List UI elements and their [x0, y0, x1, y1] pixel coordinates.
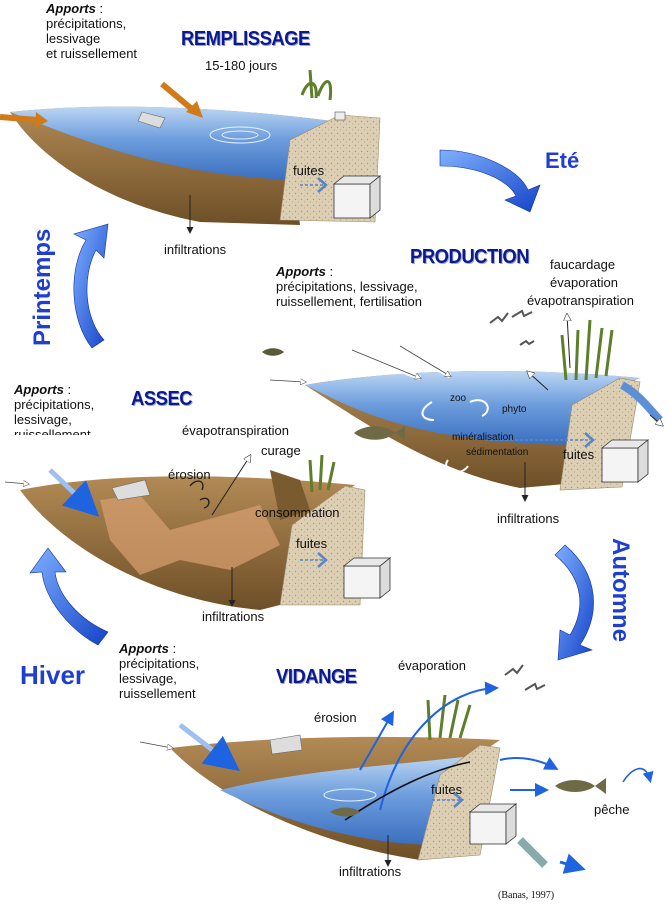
season-arrow-hiver [29, 547, 109, 646]
season-printemps: Printemps [29, 228, 56, 346]
production-output-1: faucardage [550, 257, 616, 272]
production-apports-label: Apports [276, 264, 326, 279]
assec-apports: Apports : précipitations, lessivage, rui… [14, 382, 94, 435]
vidange-peche: pêche [594, 802, 630, 817]
assec-apports-colon: : [63, 382, 72, 397]
vidange-apports: Apports : précipitations, lessivage, rui… [119, 641, 199, 701]
production-infiltrations: infiltrations [497, 511, 560, 526]
pond-vidange [139, 664, 654, 874]
production-zoo: zoo [450, 393, 467, 404]
remplissage-apports-line-1: précipitations, [46, 16, 127, 31]
citation: (Banas, 1997) [498, 890, 555, 901]
vidange-fuites: fuites [431, 782, 463, 797]
vidange-apports-colon: : [168, 641, 177, 656]
pond-production [262, 309, 662, 502]
vidange-evaporation: évaporation [398, 658, 466, 673]
assec-apports-line-3: ruissellement [14, 427, 91, 435]
production-title: PRODUCTION [410, 246, 530, 268]
assec-curage: curage [261, 443, 301, 458]
pond-remplissage [0, 69, 382, 234]
remplissage-apports-line-3: et ruissellement [46, 46, 138, 61]
assec-consommation: consommation [255, 505, 340, 520]
vidange-apports-line-3: ruissellement [119, 686, 196, 701]
assec-infiltrations: infiltrations [202, 609, 265, 624]
assec-title: ASSEC [131, 388, 193, 410]
remplissage-title: REMPLISSAGE [181, 28, 310, 50]
remplissage-infiltrations: infiltrations [164, 242, 227, 257]
vidange-apports-label: Apports [119, 641, 169, 656]
pond-assec [4, 455, 392, 610]
production-apports-colon: : [325, 264, 334, 279]
production-mineralisation: minéralisation [452, 432, 514, 443]
vidange-apports-line-2: lessivage, [119, 671, 177, 686]
vidange-apports-line-1: précipitations, [119, 656, 200, 671]
season-hiver: Hiver [20, 660, 86, 690]
production-output-3: évapotranspiration [527, 293, 634, 308]
remplissage-duration: 15-180 jours [205, 58, 278, 73]
assec-evapotranspiration: évapotranspiration [182, 423, 289, 438]
assec-apports-line-1: précipitations, [14, 397, 95, 412]
season-automne: Automne [607, 538, 634, 642]
production-apports-line-1: précipitations, lessivage, [276, 279, 418, 294]
production-output-2: évaporation [550, 275, 618, 290]
remplissage-apports: Apports : précipitations, lessivage et r… [46, 1, 137, 61]
vidange-erosion: érosion [314, 710, 357, 725]
production-fuites: fuites [563, 447, 595, 462]
season-ete: Eté [545, 148, 580, 173]
vidange-infiltrations: infiltrations [339, 864, 402, 879]
assec-erosion: érosion [168, 467, 211, 482]
assec-apports-label: Apports [14, 382, 64, 397]
production-phyto: phyto [502, 404, 527, 415]
assec-apports-line-2: lessivage, [14, 412, 72, 427]
vidange-title: VIDANGE [276, 666, 357, 688]
season-arrow-printemps [73, 223, 109, 349]
production-apports-line-2: ruissellement, fertilisation [276, 294, 422, 309]
remplissage-apports-label: Apports [46, 1, 96, 16]
remplissage-fuites: fuites [293, 163, 325, 178]
production-apports: Apports : précipitations, lessivage, rui… [276, 264, 422, 309]
season-arrow-automne [554, 544, 594, 661]
assec-fuites: fuites [296, 536, 328, 551]
remplissage-apports-line-2: lessivage [46, 31, 101, 46]
production-sedimentation: sédimentation [466, 447, 529, 458]
season-cycle-arrows [29, 149, 594, 661]
season-arrow-ete [439, 149, 541, 213]
remplissage-apports-colon: : [95, 1, 104, 16]
